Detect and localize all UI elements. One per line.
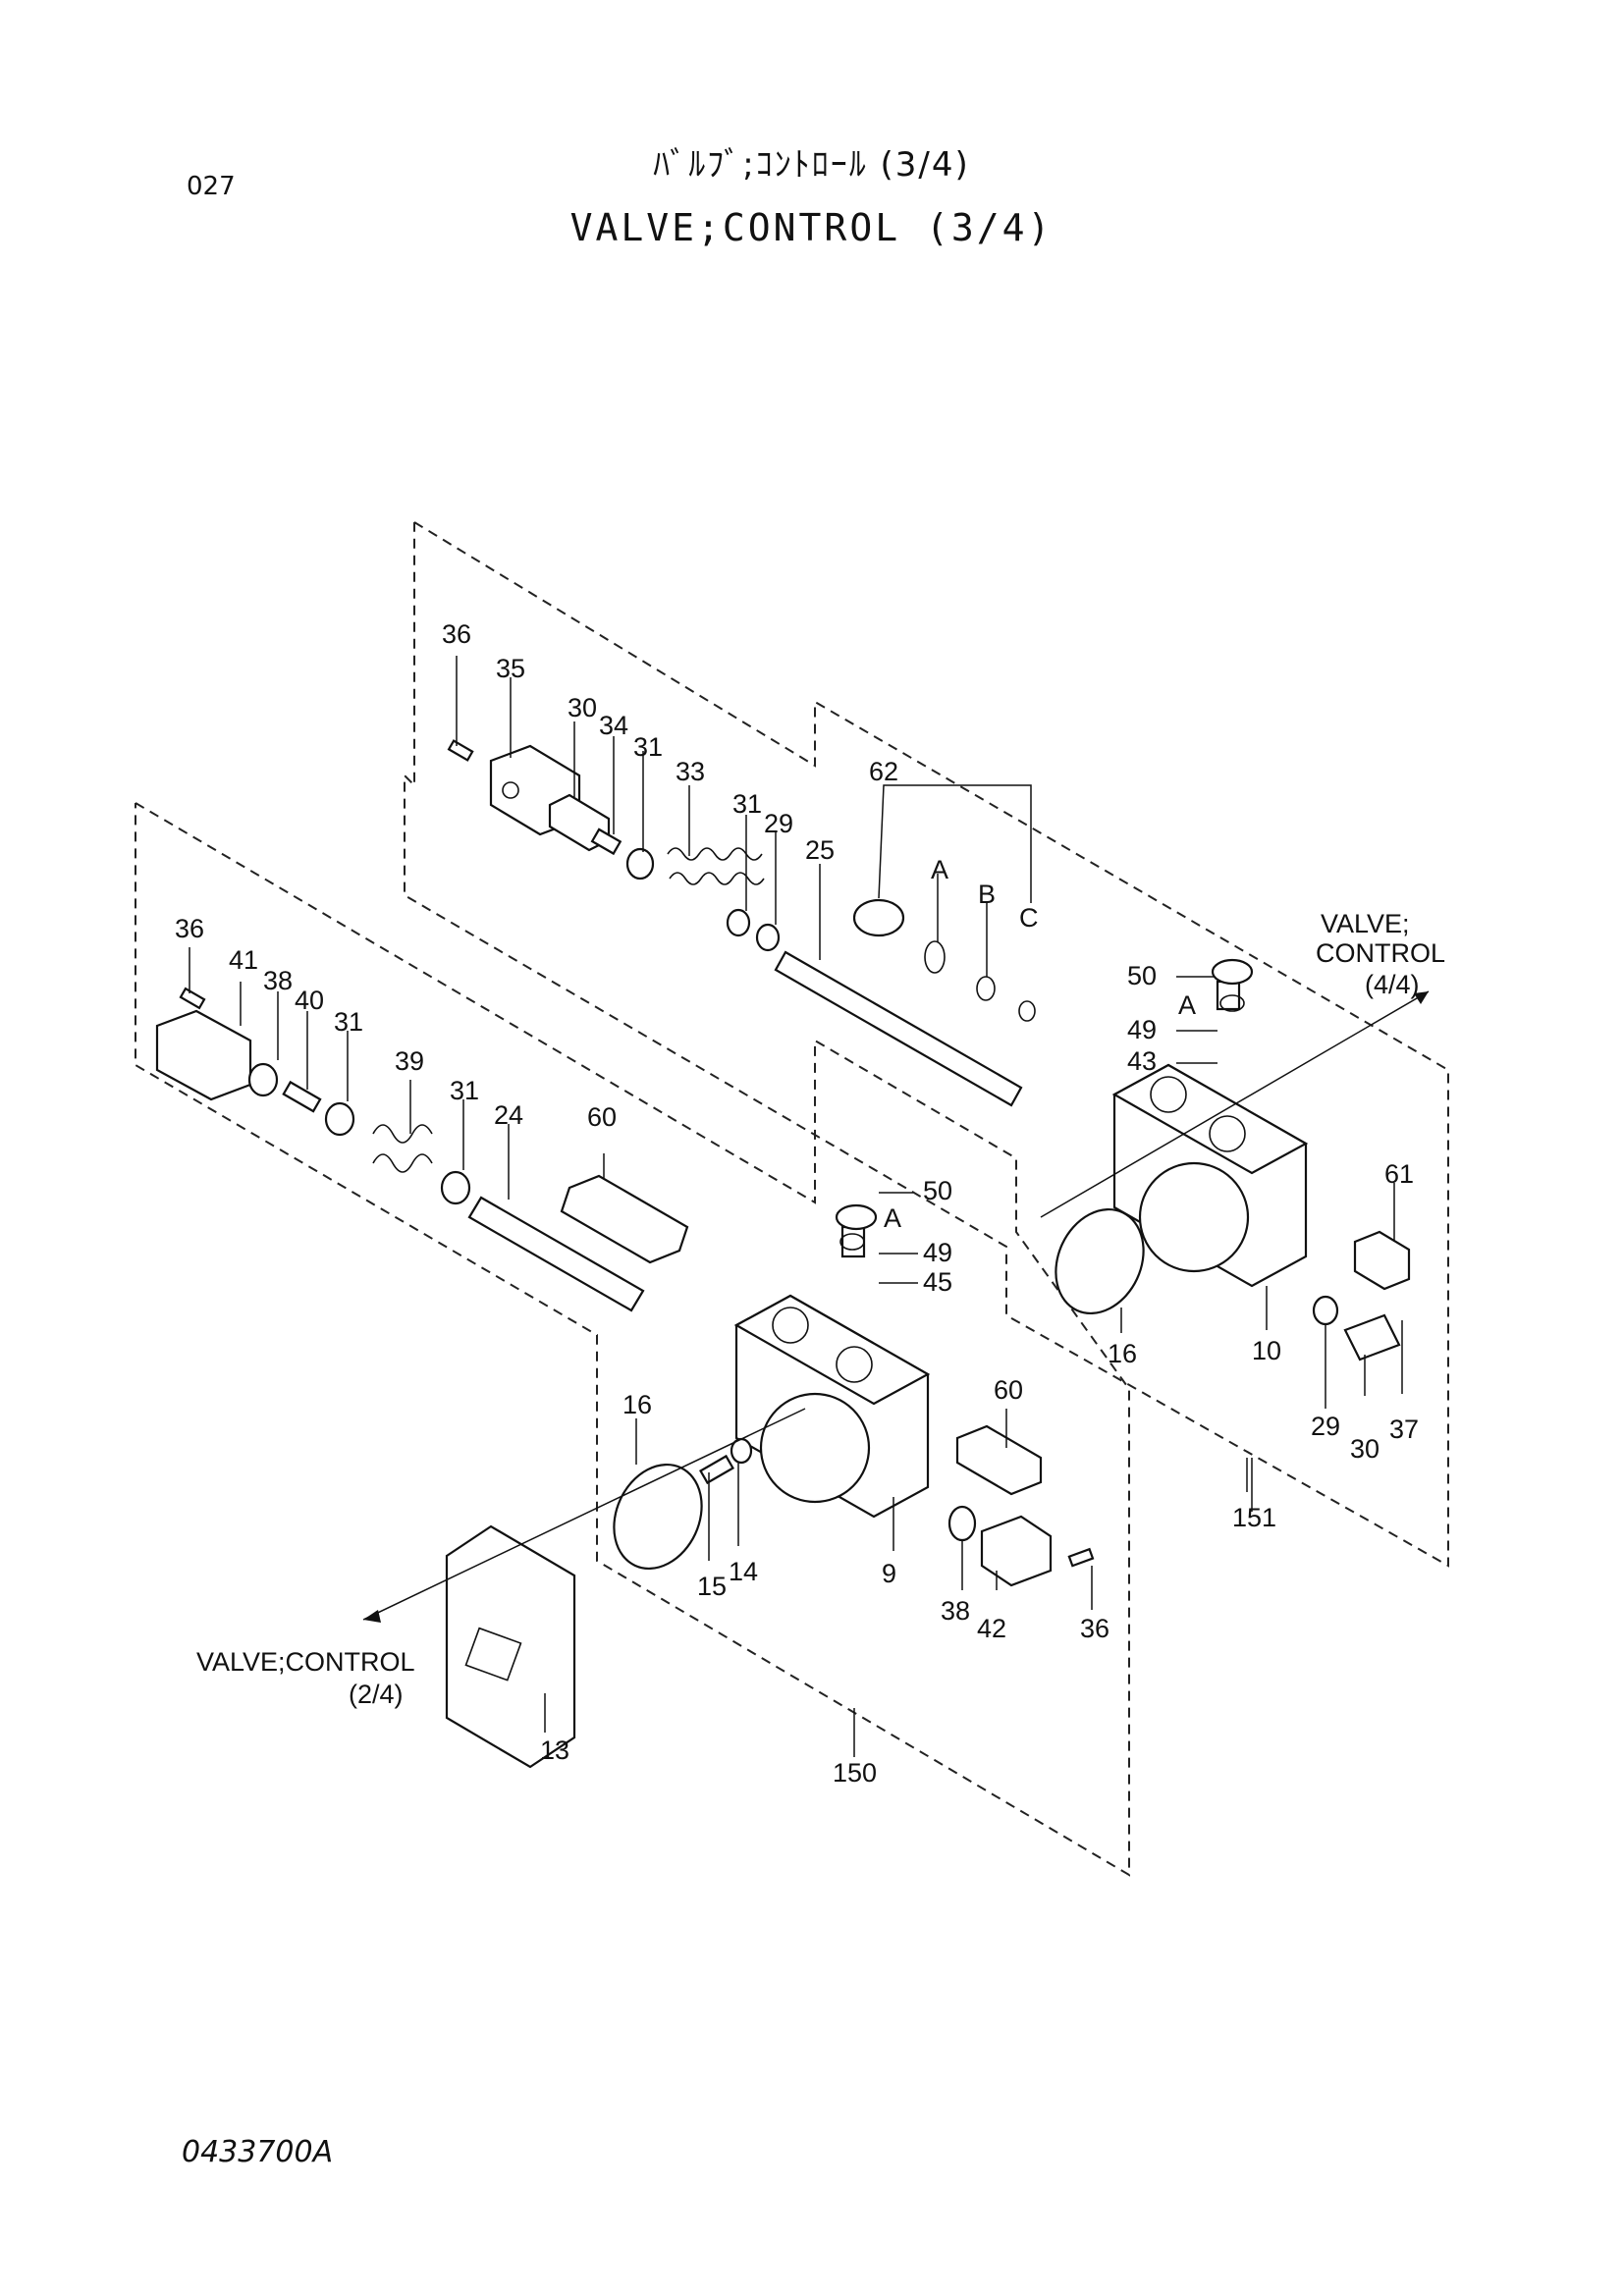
arrow-to-valve-4-4 <box>1040 990 1430 1218</box>
label-l45: 45 <box>923 1267 952 1297</box>
label-l36: 36 <box>175 914 204 943</box>
upper-valve-body <box>1111 958 1411 1362</box>
label-l150: 150 <box>833 1758 877 1788</box>
ref-lower-line1: VALVE;CONTROL <box>196 1647 415 1677</box>
label-uA2: A <box>1178 990 1196 1020</box>
label-u35: 35 <box>496 654 525 683</box>
end-plate-13 <box>445 1524 576 1769</box>
label-u37: 37 <box>1389 1415 1419 1444</box>
lower-valve-body <box>699 1203 1095 1587</box>
title-english: VALVE;CONTROL (3/4) <box>569 206 1054 249</box>
label-l38: 38 <box>263 966 293 995</box>
label-l60b: 60 <box>994 1375 1023 1405</box>
label-u50: 50 <box>1127 961 1157 990</box>
label-u10: 10 <box>1252 1336 1281 1365</box>
label-u34: 34 <box>599 711 628 740</box>
label-u30: 30 <box>568 693 597 722</box>
label-l31a: 31 <box>334 1007 363 1037</box>
label-lA: A <box>884 1203 901 1233</box>
label-l38b: 38 <box>941 1596 970 1626</box>
label-u25: 25 <box>805 835 835 865</box>
ref-upper-line2: CONTROL <box>1316 938 1445 968</box>
label-l14: 14 <box>729 1557 758 1586</box>
drawing-code: 0433700A <box>182 2135 334 2169</box>
label-l49: 49 <box>923 1238 952 1267</box>
label-u49: 49 <box>1127 1015 1157 1044</box>
upper-spool-parts <box>447 739 1036 1107</box>
lower-spool-parts <box>155 987 689 1312</box>
label-uA: A <box>931 855 948 884</box>
label-u33: 33 <box>676 757 705 786</box>
label-l15: 15 <box>697 1572 727 1601</box>
label-u151: 151 <box>1232 1503 1276 1532</box>
ref-upper-line1: VALVE; <box>1321 909 1410 938</box>
assembly-151-boundary <box>404 521 1449 1568</box>
label-u31b: 31 <box>732 789 762 819</box>
label-uB: B <box>978 880 996 909</box>
label-u36: 36 <box>442 619 471 649</box>
arrow-head-lower <box>363 1610 381 1623</box>
label-u62: 62 <box>869 757 898 786</box>
label-l13: 13 <box>540 1735 569 1765</box>
label-u29: 29 <box>764 809 793 838</box>
leader-lines <box>189 656 1403 1757</box>
label-u29b: 29 <box>1311 1412 1340 1441</box>
label-uC: C <box>1019 903 1039 933</box>
label-u31a: 31 <box>633 732 663 762</box>
label-l60a: 60 <box>587 1102 617 1132</box>
label-l31b: 31 <box>450 1076 479 1105</box>
arrow-head-upper <box>1414 991 1429 1004</box>
page-number: 027 <box>187 172 236 201</box>
label-l42: 42 <box>977 1614 1006 1643</box>
label-l9: 9 <box>882 1559 896 1588</box>
label-l41: 41 <box>229 945 258 975</box>
label-l40: 40 <box>295 986 324 1015</box>
label-u61: 61 <box>1384 1159 1414 1189</box>
label-u43: 43 <box>1127 1046 1157 1076</box>
label-l24: 24 <box>494 1100 523 1130</box>
arrow-to-valve-2-4 <box>362 1408 806 1621</box>
label-l39: 39 <box>395 1046 424 1076</box>
title-japanese: ﾊﾞﾙﾌﾞ;ｺﾝﾄﾛｰﾙ (3/4) <box>653 145 970 185</box>
ref-upper-line3: (4/4) <box>1365 970 1420 999</box>
label-l16: 16 <box>622 1390 652 1419</box>
label-u16: 16 <box>1108 1339 1137 1368</box>
ref-lower-line2: (2/4) <box>349 1680 404 1709</box>
label-l50: 50 <box>923 1176 952 1205</box>
label-l36b: 36 <box>1080 1614 1109 1643</box>
label-u30b: 30 <box>1350 1434 1380 1464</box>
assembly-150-boundary <box>135 802 1130 1877</box>
upper-o-ring <box>1055 1207 1145 1315</box>
